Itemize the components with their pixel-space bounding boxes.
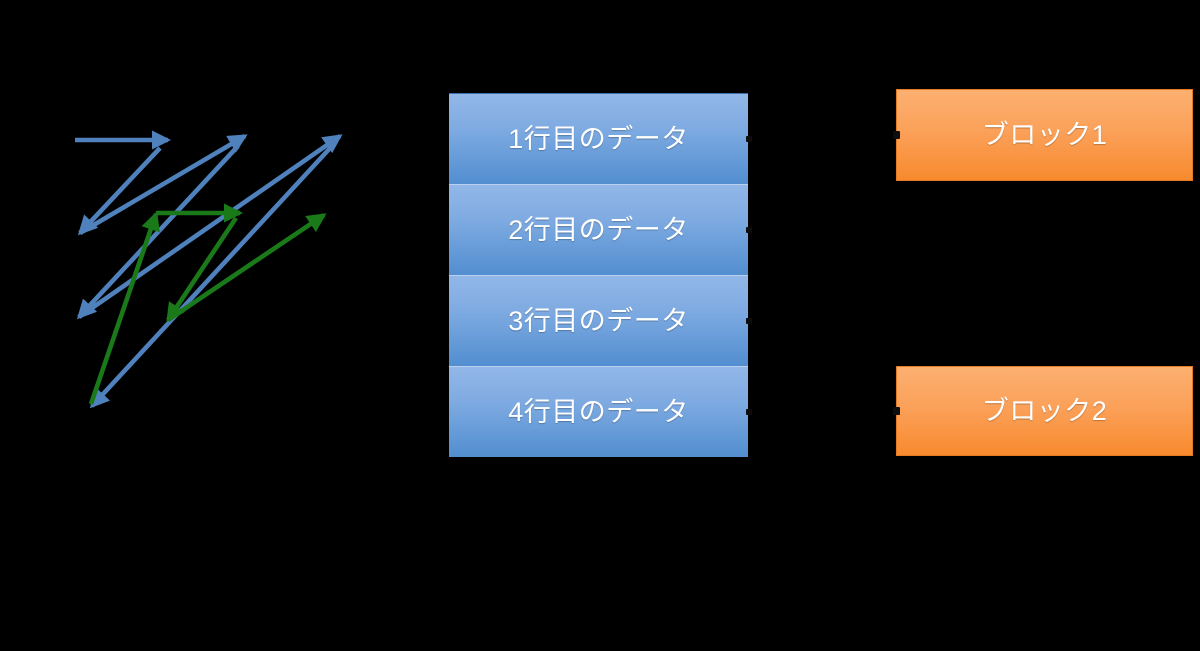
block-label: ブロック1 bbox=[981, 119, 1108, 150]
blue-return-3-arrow bbox=[89, 144, 334, 409]
data-row-label: 2行目のデータ bbox=[508, 214, 689, 245]
block-connector-handle bbox=[893, 407, 900, 415]
data-row[interactable]: 1行目のデータ bbox=[449, 93, 752, 184]
blue-row-3-arrow bbox=[77, 134, 343, 319]
row-connector-handle bbox=[746, 409, 752, 415]
row-connector-handle bbox=[746, 227, 752, 233]
blue-row-2-arrow bbox=[78, 134, 248, 235]
blue-return-1-arrow bbox=[77, 146, 162, 236]
data-row[interactable]: 3行目のデータ bbox=[449, 275, 752, 366]
data-row-label: 1行目のデータ bbox=[508, 123, 689, 154]
data-rows-stack: 1行目のデータ 2行目のデータ 3行目のデータ 4行目のデータ bbox=[449, 93, 752, 457]
green-row-2-arrow bbox=[166, 213, 327, 322]
data-row-label: 4行目のデータ bbox=[508, 396, 689, 427]
green-up-1-arrow bbox=[88, 211, 160, 405]
green-return-1-arrow bbox=[166, 216, 238, 323]
green-scan-path bbox=[88, 203, 327, 405]
block-label: ブロック2 bbox=[981, 395, 1108, 426]
row-connector-handle bbox=[746, 136, 752, 142]
data-row[interactable]: 2行目のデータ bbox=[449, 184, 752, 275]
data-row[interactable]: 4行目のデータ bbox=[449, 366, 752, 457]
block-box-2[interactable]: ブロック2 bbox=[893, 366, 1193, 456]
block-connector-handle bbox=[893, 131, 900, 139]
block-box-1[interactable]: ブロック1 bbox=[893, 89, 1193, 181]
blue-scan-path bbox=[75, 130, 343, 409]
row-connector-handle bbox=[746, 318, 752, 324]
data-row-label: 3行目のデータ bbox=[508, 305, 689, 336]
scan-order-diagram bbox=[75, 130, 343, 409]
